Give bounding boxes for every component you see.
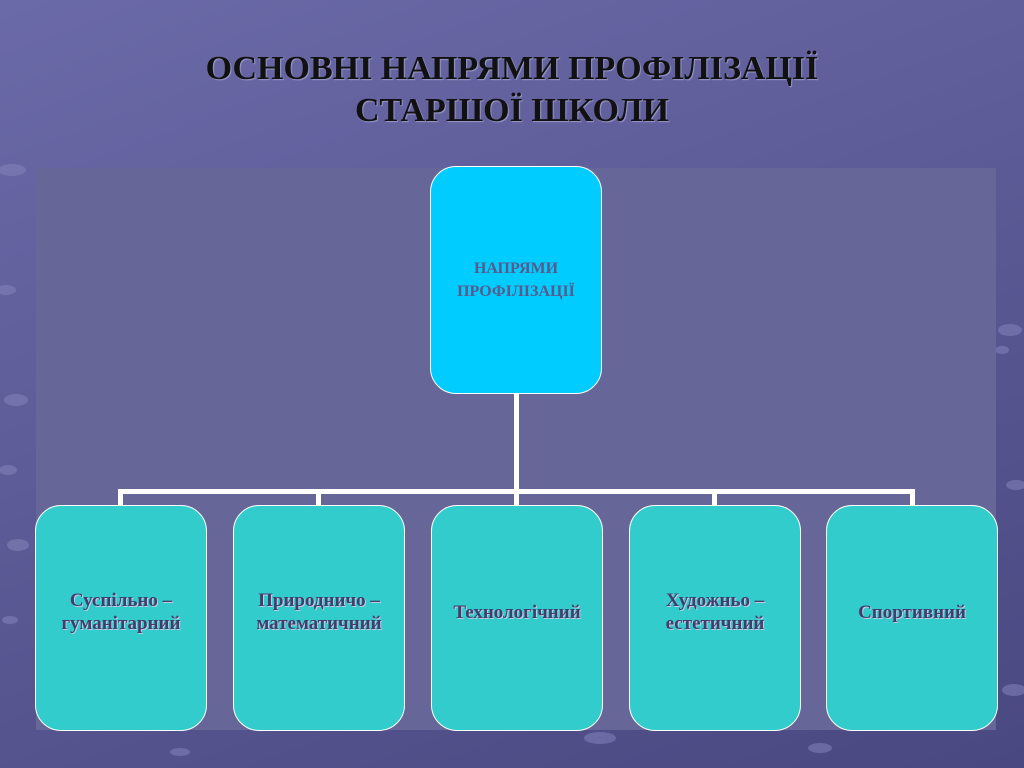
child-node-natural-math: Природничо – математичний [233,505,405,731]
connector-branch-1 [118,489,123,506]
connector-branch-5 [910,489,915,506]
slide-title-line-2: СТАРШОЇ ШКОЛИ [354,92,670,129]
root-node: НАПРЯМИ ПРОФІЛІЗАЦІЇ [430,166,602,394]
child-node-sports: Спортивний [826,505,998,731]
child-node-label: Природничо – математичний [256,590,382,634]
child-node-label: Технологічний [453,601,581,623]
connector-branch-2 [316,489,321,506]
connector-branch-4 [712,489,717,506]
child-node-label: Спортивний [858,601,966,623]
connector-root-trunk [514,394,519,492]
root-node-label: НАПРЯМИ ПРОФІЛІЗАЦІЇ [457,260,575,300]
slide-title-line-1: ОСНОВНІ НАПРЯМИ ПРОФІЛІЗАЦІЇ [205,50,819,87]
slide-title: ОСНОВНІ НАПРЯМИ ПРОФІЛІЗАЦІЇ СТАРШОЇ ШКО… [0,48,1024,132]
child-node-socio-humanitarian: Суспільно – гуманітарний [35,505,207,731]
child-node-label: Художньо – естетичний [665,590,765,634]
child-node-artistic-aesthetic: Художньо – естетичний [629,505,801,731]
child-node-technological: Технологічний [431,505,603,731]
connector-branch-3 [514,489,519,506]
child-node-label: Суспільно – гуманітарний [61,590,181,634]
